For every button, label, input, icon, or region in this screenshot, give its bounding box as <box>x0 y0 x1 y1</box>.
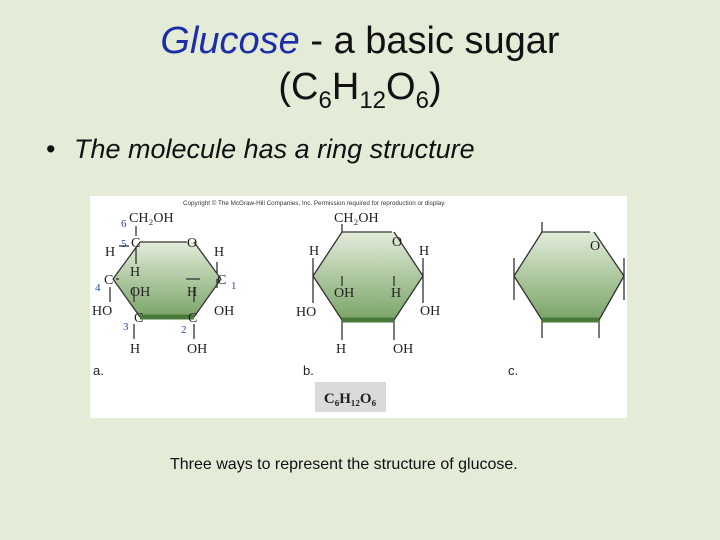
b-letter: b. <box>303 363 314 378</box>
a-ch2oh: CH₂OH <box>129 211 174 226</box>
bullet-point: • The molecule has a ring structure <box>46 134 475 165</box>
figure-caption: Three ways to represent the structure of… <box>170 456 518 473</box>
a-c5: C <box>131 236 140 251</box>
b-h-left-top: H <box>309 244 319 259</box>
bullet-text: The molecule has a ring structure <box>74 134 475 164</box>
a-num-1: 1 <box>231 280 237 292</box>
b-ho-left: HO <box>296 305 316 320</box>
panel-b: CH₂OH O H H OH H HO OH H OH b. C₆H₁₂O₆ <box>296 211 440 412</box>
glucose-structure-diagram: Copyright © The McGraw-Hill Companies, I… <box>92 199 625 412</box>
title-formula: (C6H12O6) <box>278 66 442 114</box>
b-ch2oh: CH₂OH <box>334 211 379 226</box>
a-c3: C <box>134 311 143 326</box>
a-h3: H <box>130 342 140 357</box>
b-oh-bottom: OH <box>393 342 413 357</box>
ring-b <box>313 232 423 320</box>
b-h-bottom: H <box>336 342 346 357</box>
bullet-marker: • <box>46 134 56 164</box>
a-num-3: 3 <box>123 321 129 333</box>
title-rest: - a basic sugar <box>299 20 560 62</box>
a-oh4: OH <box>130 285 150 300</box>
c-ring-o: O <box>590 239 600 254</box>
a-h5: H <box>105 245 115 260</box>
ring-c <box>514 232 624 320</box>
a-num-2: 2 <box>181 324 187 336</box>
glucose-figure: Copyright © The McGraw-Hill Companies, I… <box>90 196 627 418</box>
b-ring-o: O <box>392 235 402 250</box>
a-oh1: OH <box>214 304 234 319</box>
b-h-right-top: H <box>419 244 429 259</box>
panel-a: CH₂OH C H O H H C OH H C HO C C OH H OH … <box>92 211 237 378</box>
formula-box <box>315 382 386 412</box>
slide-title: Glucose - a basic sugar (C6H12O6) <box>0 18 720 114</box>
a-ring-o: O <box>187 236 197 251</box>
title-glucose: Glucose <box>160 20 300 62</box>
a-num-4: 4 <box>95 282 101 294</box>
a-num-6: 6 <box>121 218 127 230</box>
copyright-text: Copyright © The McGraw-Hill Companies, I… <box>183 199 446 207</box>
b-oh-right: OH <box>420 304 440 319</box>
c-letter: c. <box>508 363 518 378</box>
a-oh2: OH <box>187 342 207 357</box>
a-c1: C <box>217 273 226 288</box>
b-h-inner: H <box>391 286 401 301</box>
a-h1-top: H <box>214 245 224 260</box>
a-ho3: HO <box>92 304 112 319</box>
a-h2-top: H <box>187 285 197 300</box>
b-formula: C₆H₁₂O₆ <box>324 391 377 407</box>
a-c4: C <box>104 273 113 288</box>
b-oh-inner: OH <box>334 286 354 301</box>
a-h4-top: H <box>130 265 140 280</box>
a-c2: C <box>188 311 197 326</box>
a-letter: a. <box>93 363 104 378</box>
panel-c: O c. <box>508 222 625 378</box>
a-num-5: 5 <box>121 238 127 250</box>
